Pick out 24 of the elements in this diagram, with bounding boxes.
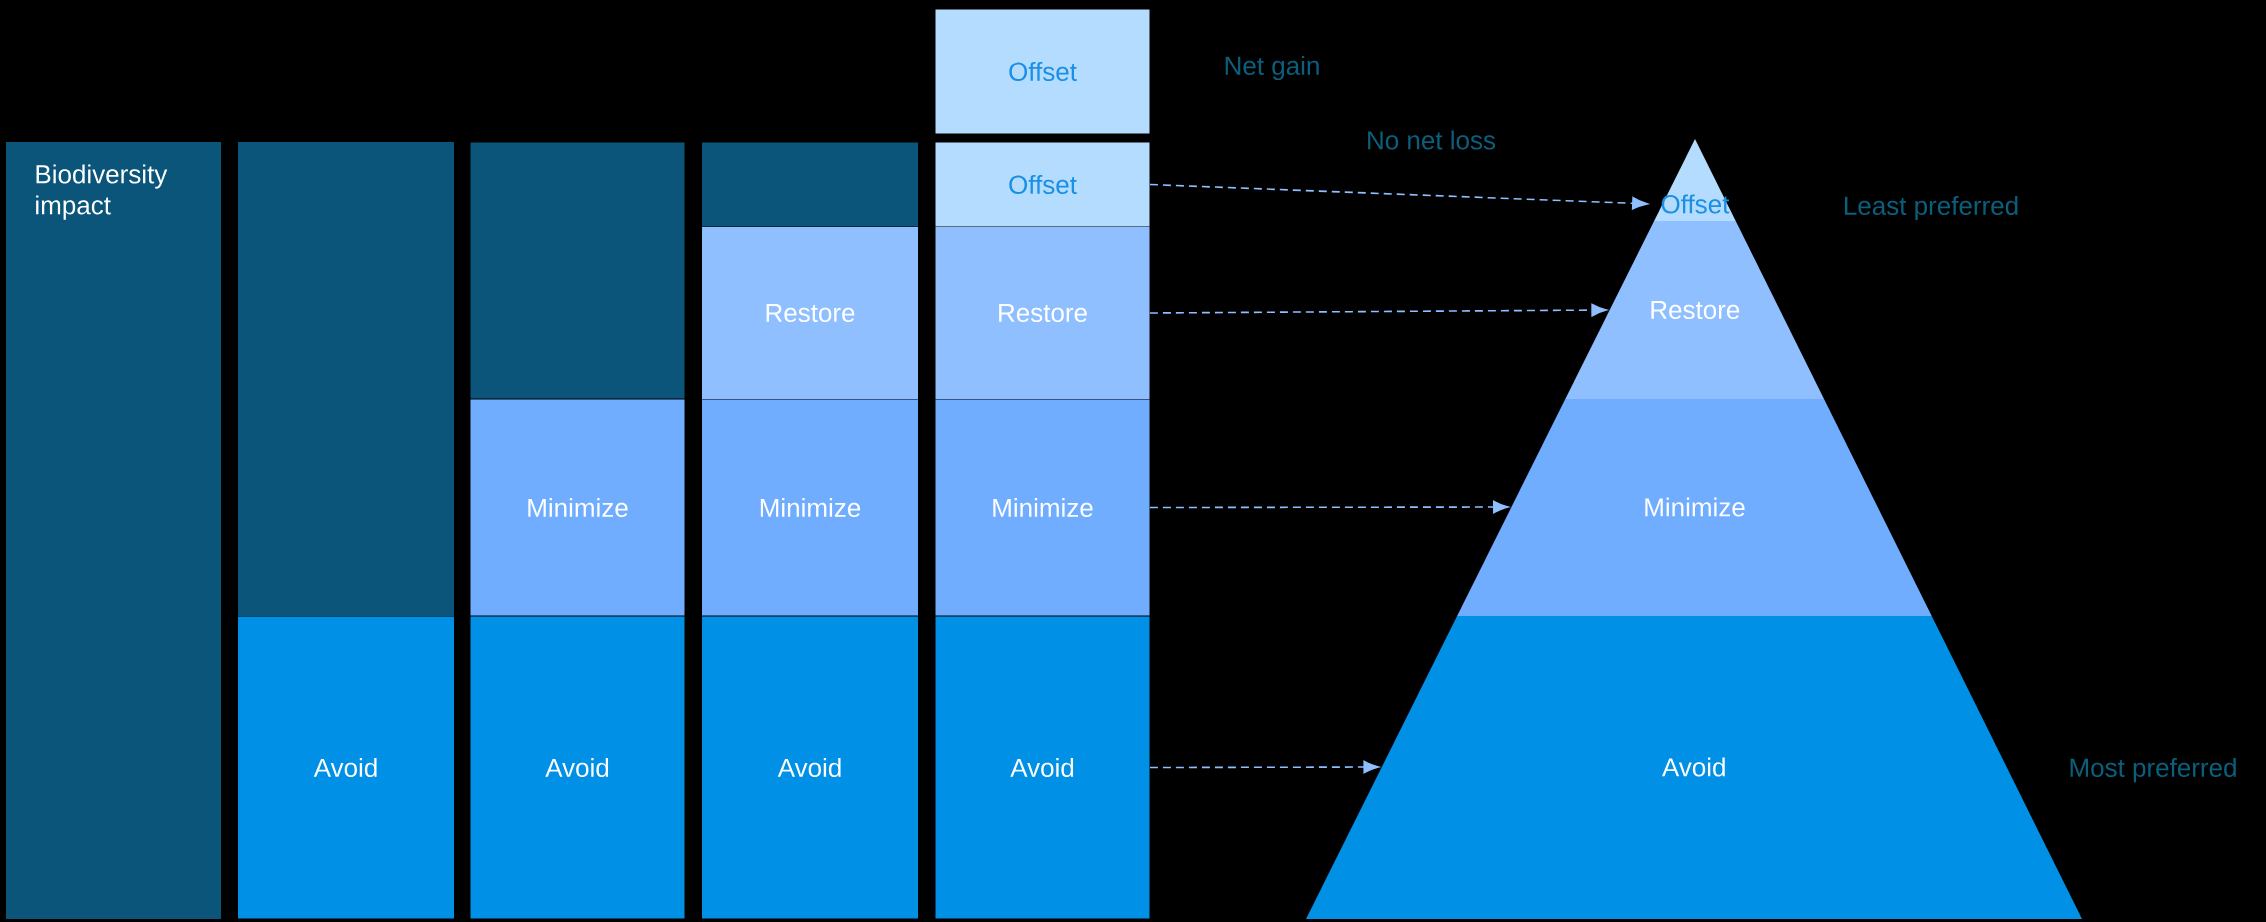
column-segment: Offset xyxy=(935,9,1150,134)
column-segment: Offset xyxy=(935,142,1150,227)
column-segment: Minimize xyxy=(470,399,685,616)
pyramid-tier: Minimize xyxy=(1457,399,1932,616)
dashed-arrow xyxy=(1149,303,1607,317)
annotation-label: Least preferred xyxy=(1845,195,2018,221)
column-segment: Avoid xyxy=(935,616,1150,919)
bar-segment xyxy=(702,142,918,227)
column-segment: Avoid xyxy=(470,616,685,919)
column-segment: Restore xyxy=(935,227,1150,399)
annotation-label: No net loss xyxy=(1368,130,1496,150)
pyramid-tier: Restore xyxy=(1565,221,1824,399)
column-segment: Avoid xyxy=(702,616,918,919)
dashed-arrow xyxy=(1149,760,1379,774)
bar-segment xyxy=(470,142,685,399)
dashed-arrow xyxy=(1149,183,1648,210)
annotation-label: Net gain xyxy=(1225,55,1319,81)
column-segment: Minimize xyxy=(935,399,1150,616)
column-segment: Biodiversity impact xyxy=(6,142,221,919)
column-segment: Avoid xyxy=(238,616,454,919)
bar-segment xyxy=(238,142,454,616)
column-segment: Restore xyxy=(702,227,918,399)
dashed-arrow xyxy=(1149,500,1509,514)
column-segment: Minimize xyxy=(702,399,918,616)
